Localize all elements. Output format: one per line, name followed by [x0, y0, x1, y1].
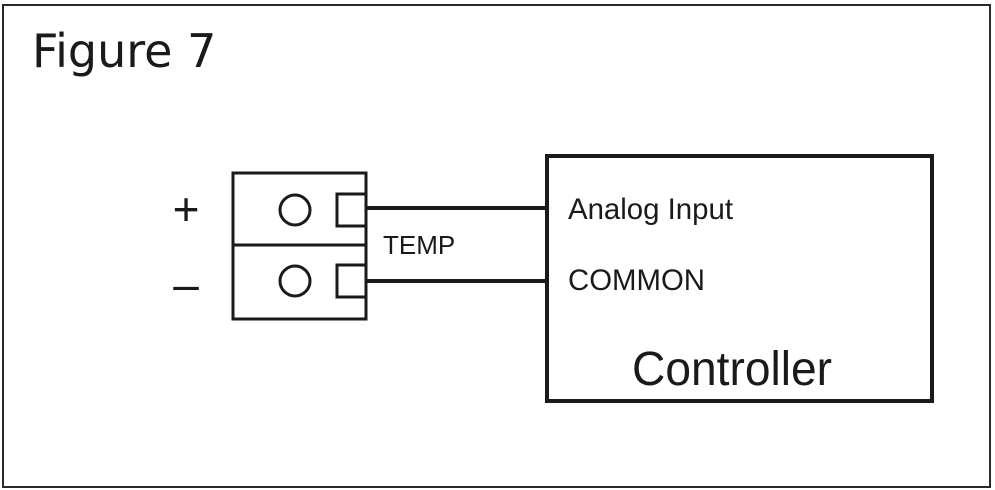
- minus-symbol: –: [173, 258, 199, 310]
- terminal-screw-top: [278, 193, 312, 227]
- terminal-clamp-bottom: [335, 263, 366, 299]
- plus-symbol: +: [173, 183, 200, 235]
- figure-frame: [2, 4, 991, 488]
- common-label: COMMON: [568, 264, 705, 297]
- terminal-block: [231, 171, 368, 321]
- temp-label: TEMP: [383, 230, 455, 260]
- terminal-clamp-top: [335, 192, 366, 228]
- terminal-screw-bottom: [278, 264, 312, 298]
- analog-input-label: Analog Input: [568, 193, 734, 226]
- figure-title: Figure 7: [32, 24, 217, 78]
- wires: [366, 206, 548, 283]
- controller-box: [545, 154, 934, 403]
- controller-label: Controller: [632, 343, 832, 396]
